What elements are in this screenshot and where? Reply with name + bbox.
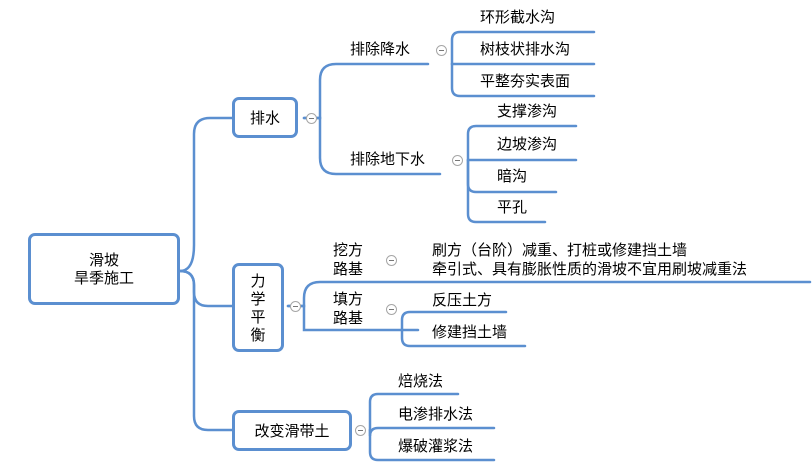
underline-soil-1: [368, 426, 496, 437]
underline-surface-0: [450, 30, 596, 66]
ground-item-0[interactable]: 支撑渗沟: [497, 102, 558, 120]
underline-fill-0: [400, 310, 508, 332]
surface-water-label[interactable]: 排除降水: [350, 40, 411, 58]
collapse-icon-drainage[interactable]: [306, 113, 317, 124]
drainage-node[interactable]: 排水: [232, 97, 298, 138]
cut-subgrade-line1[interactable]: 挖方: [333, 241, 364, 259]
ground-item-1[interactable]: 边坡渗沟: [497, 135, 558, 153]
collapse-icon-soil[interactable]: [355, 425, 366, 436]
surface-item-1[interactable]: 树枝状排水沟: [480, 40, 571, 58]
underline-fill-1: [400, 328, 527, 348]
soil-item-2[interactable]: 爆破灌浆法: [398, 437, 474, 455]
mechanics-char-2: 学: [250, 289, 266, 308]
mechanics-char-4: 衡: [250, 325, 266, 344]
underline-ground-0: [466, 124, 578, 162]
soil-item-0[interactable]: 焙烧法: [398, 372, 444, 390]
connector-drainage-ground: [302, 116, 442, 176]
collapse-icon-surface-water[interactable]: [436, 45, 447, 56]
soil-item-1[interactable]: 电渗排水法: [398, 405, 474, 423]
fill-item-0[interactable]: 反压土方: [432, 291, 493, 309]
surface-item-0[interactable]: 环形截水沟: [480, 8, 556, 26]
root-node[interactable]: 滑坡 旱季施工: [28, 233, 180, 305]
cut-detail-line2[interactable]: 牵引式、具有膨胀性质的滑坡不宜用刷坡减重法: [432, 260, 748, 278]
fill-item-1[interactable]: 修建挡土墙: [432, 323, 508, 341]
connector-root-mechanics: [178, 269, 234, 308]
underline-ground-3: [466, 158, 547, 224]
underline-soil-0: [368, 392, 460, 432]
ground-item-3[interactable]: 平孔: [497, 198, 528, 216]
underline-surface-2: [450, 62, 596, 98]
mechanics-char-3: 平: [250, 307, 266, 326]
collapse-icon-groundwater[interactable]: [452, 155, 463, 166]
fill-subgrade-line1[interactable]: 填方: [333, 290, 364, 308]
connector-mechanics-cut: [286, 280, 812, 308]
cut-subgrade-line2[interactable]: 路基: [333, 260, 364, 278]
drainage-label: 排水: [249, 108, 280, 127]
collapse-icon-fill-subgrade[interactable]: [386, 304, 397, 315]
collapse-icon-cut-subgrade[interactable]: [386, 255, 397, 266]
root-label-line2: 旱季施工: [73, 269, 134, 287]
groundwater-label[interactable]: 排除地下水: [350, 150, 426, 168]
connector-drainage-surface: [302, 62, 430, 120]
cut-detail-line1[interactable]: 刷方（台阶）减重、打桩或修建挡土墙: [432, 241, 688, 259]
connector-root-soil: [178, 269, 234, 432]
ground-item-2[interactable]: 暗沟: [497, 167, 528, 185]
surface-item-2[interactable]: 平整夯实表面: [480, 72, 571, 90]
mechanics-char-1: 力: [250, 271, 266, 290]
fill-subgrade-line2[interactable]: 路基: [333, 309, 364, 327]
soil-label: 改变滑带土: [254, 421, 330, 440]
collapse-icon-mechanics[interactable]: [290, 301, 301, 312]
underline-soil-2: [368, 428, 496, 462]
mechanics-node[interactable]: 力 学 平 衡: [232, 263, 284, 352]
root-label-line1: 滑坡: [88, 251, 119, 269]
soil-node[interactable]: 改变滑带土: [232, 410, 352, 451]
connector-root-drainage: [178, 116, 234, 273]
